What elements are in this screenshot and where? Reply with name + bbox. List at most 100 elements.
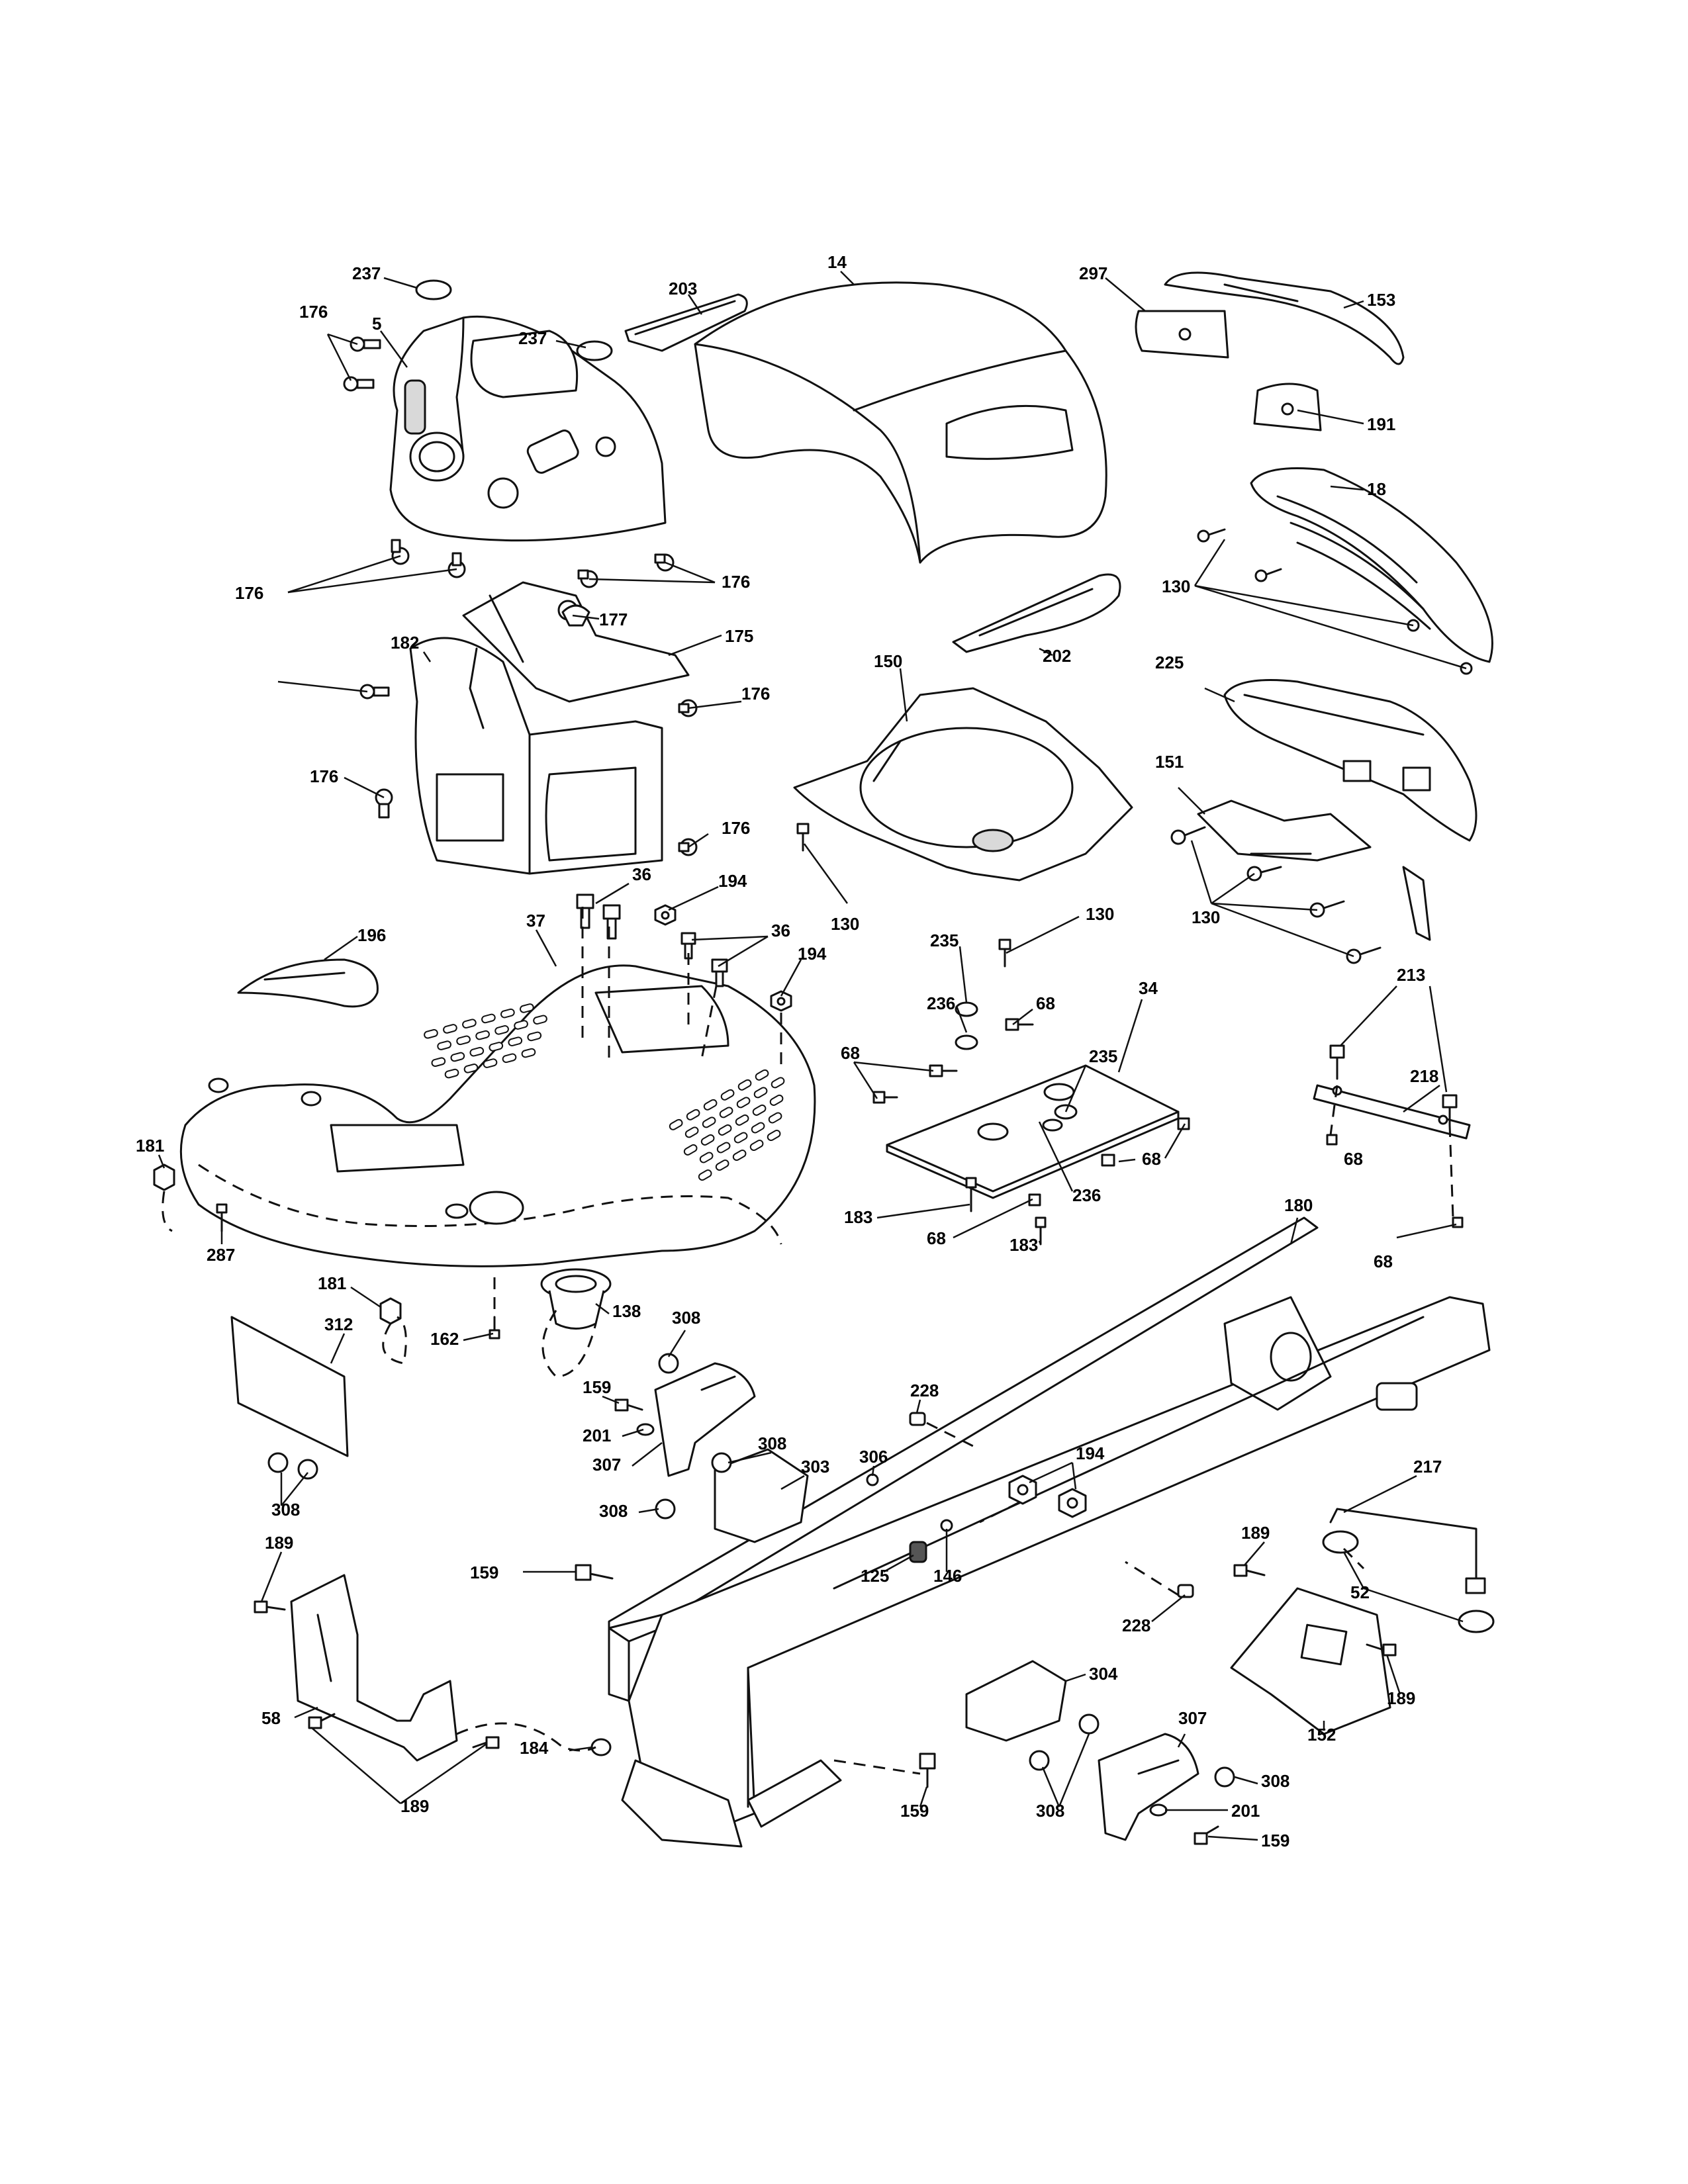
part-312-shield [230,1316,349,1457]
screw-icon [308,1713,336,1729]
label-130: 130 [1086,904,1114,924]
part-303-bracket [714,1448,809,1543]
part-202-cover [952,573,1121,653]
label-308: 308 [271,1500,300,1520]
bolt-icon [1028,1193,1041,1206]
label-306: 306 [859,1447,888,1467]
label-287: 287 [207,1245,235,1265]
bolt-icon [1326,1134,1338,1146]
label-237: 237 [352,263,381,283]
part-307-bracket-upper [654,1362,756,1477]
nut-icon [297,1459,318,1480]
fasteners [153,336,1473,1845]
label-307: 307 [1178,1708,1207,1728]
label-181: 181 [318,1273,346,1293]
nut-icon [1214,1766,1235,1788]
label-176: 176 [722,818,750,838]
nut-icon [1058,1488,1087,1518]
part-307-bracket-lower [1098,1733,1199,1841]
screw-icon [489,1316,500,1340]
label-37: 37 [526,911,545,931]
part-152-guard [1230,1587,1391,1735]
fender-vent-slots [424,1003,785,1181]
label-175: 175 [725,626,753,646]
label-189: 189 [400,1796,429,1816]
label-203: 203 [669,279,697,298]
label-68: 68 [1344,1149,1363,1169]
label-201: 201 [1231,1801,1260,1821]
part-52-bushings [1322,1530,1495,1633]
label-183: 183 [1009,1235,1038,1255]
label-308: 308 [672,1308,700,1328]
label-162: 162 [430,1329,459,1349]
label-34: 34 [1139,978,1158,998]
nut-icon [1078,1713,1100,1735]
part-297-bracket [1135,310,1229,359]
label-308: 308 [599,1501,628,1521]
bolt-icon [1035,1216,1047,1246]
label-312: 312 [324,1314,353,1334]
nut-icon [655,1498,676,1520]
bolt-icon [1005,1018,1034,1031]
bolt-icon [1194,1825,1219,1845]
bolt-icon [872,1091,898,1104]
label-159: 159 [1261,1831,1289,1850]
part-304-bracket [965,1660,1067,1742]
plug-icon [909,1412,926,1426]
bolt-icon [680,932,696,960]
screw-icon [998,938,1011,968]
label-225: 225 [1155,653,1184,672]
label-236: 236 [927,993,955,1013]
plug-icon [1177,1584,1194,1598]
bolt-icon [711,958,728,987]
label-308: 308 [758,1433,786,1453]
label-237: 237 [518,328,547,348]
label-151: 151 [1155,752,1184,772]
nut-icon [153,1163,175,1191]
label-194: 194 [718,871,747,891]
label-201: 201 [583,1426,611,1445]
screw-icon [678,699,698,717]
screw-icon [472,1736,500,1749]
part-18-grille [1250,467,1493,663]
label-176: 176 [722,572,750,592]
washer-icon [955,1034,978,1050]
bolt-icon [919,1752,936,1788]
label-189: 189 [265,1533,293,1553]
label-130: 130 [1162,576,1190,596]
label-36: 36 [632,864,651,884]
label-194: 194 [798,944,827,964]
label-181: 181 [136,1136,164,1156]
label-146: 146 [933,1566,962,1586]
part-218-plate [1313,1084,1471,1140]
bolt-icon [1329,1044,1345,1080]
washer-icon [636,1423,655,1436]
part-138-bushing [540,1268,612,1330]
washer-icon [1149,1803,1168,1817]
screw-icon [678,838,698,856]
label-159: 159 [900,1801,929,1821]
part-196-cover [237,958,379,1008]
label-236: 236 [1072,1185,1101,1205]
bolt-icon [575,1564,614,1581]
nut-icon [1008,1475,1037,1505]
part-237-plugs [415,279,613,361]
label-152: 152 [1307,1725,1336,1745]
label-68: 68 [841,1043,860,1063]
plug-icon [909,1541,927,1563]
part-217-rod [1329,1508,1486,1594]
label-153: 153 [1367,290,1395,310]
bolt-icon [1101,1154,1115,1167]
screw-icon [391,539,410,565]
part-180-main-frame [608,1216,1491,1848]
label-303: 303 [801,1457,829,1477]
label-176: 176 [299,302,328,322]
nut-icon [1029,1750,1050,1771]
label-125: 125 [861,1566,889,1586]
label-189: 189 [1241,1523,1270,1543]
bolt-icon [1442,1094,1458,1126]
label-130: 130 [831,914,859,934]
label-159: 159 [583,1377,611,1397]
nut-icon [770,990,792,1012]
